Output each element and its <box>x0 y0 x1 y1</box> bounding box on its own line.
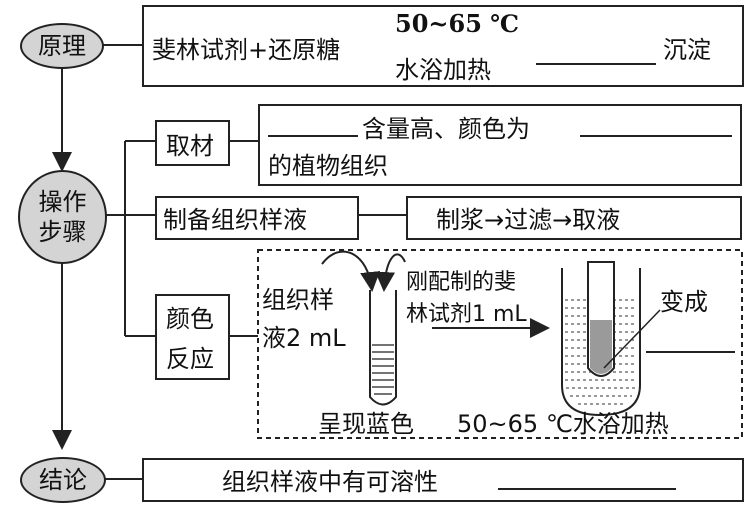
node-principle-label: 原理 <box>38 32 86 60</box>
material-box <box>258 104 742 186</box>
conclusion-text: 组织样液中有可溶性 <box>222 468 438 496</box>
conclusion-box <box>142 458 744 502</box>
node-steps-label-2: 步骤 <box>38 218 87 246</box>
material-blank-1[interactable] <box>268 135 358 137</box>
principle-answer-blank[interactable] <box>536 63 656 65</box>
material-text-mid: 含量高、颜色为 <box>362 115 530 143</box>
prepare-label: 制备组织样液 <box>163 206 307 234</box>
material-label-box <box>155 120 230 166</box>
prepare-label-box <box>155 196 359 240</box>
reaction-reagent-2: 林试剂1 mL <box>406 302 527 327</box>
reaction-blue: 呈现蓝色 <box>318 410 414 438</box>
principle-result: 沉淀 <box>663 36 711 64</box>
node-conclusion-label: 结论 <box>39 466 87 494</box>
node-steps: 操作 步骤 <box>18 170 107 264</box>
node-conclusion: 结论 <box>20 457 106 503</box>
reaction-heating: 50~65 ℃水浴加热 <box>457 410 669 438</box>
material-blank-2[interactable] <box>580 135 732 137</box>
reaction-sample-1: 组织样 <box>262 286 334 314</box>
prepare-process-box <box>406 196 742 240</box>
material-label: 取材 <box>166 132 214 160</box>
reaction-label-1: 颜色 <box>166 305 214 333</box>
reaction-label-2: 反应 <box>166 345 214 373</box>
principle-temperature: 50~65 ℃ <box>395 9 520 38</box>
conclusion-blank[interactable] <box>498 488 676 490</box>
reaction-label-box <box>155 294 230 380</box>
principle-box <box>142 5 744 87</box>
reaction-sample-2: 液2 mL <box>262 324 346 352</box>
reaction-reagent-1: 刚配制的斐 <box>406 270 517 295</box>
material-text-line2: 的植物组织 <box>268 152 388 180</box>
reaction-change-label: 变成 <box>660 288 708 316</box>
principle-reagents: 斐林试剂+还原糖 <box>152 36 341 64</box>
node-principle: 原理 <box>20 23 104 69</box>
principle-condition: 水浴加热 <box>395 56 491 84</box>
node-steps-label-1: 操作 <box>38 188 87 216</box>
prepare-process: 制浆→过滤→取液 <box>436 206 621 234</box>
